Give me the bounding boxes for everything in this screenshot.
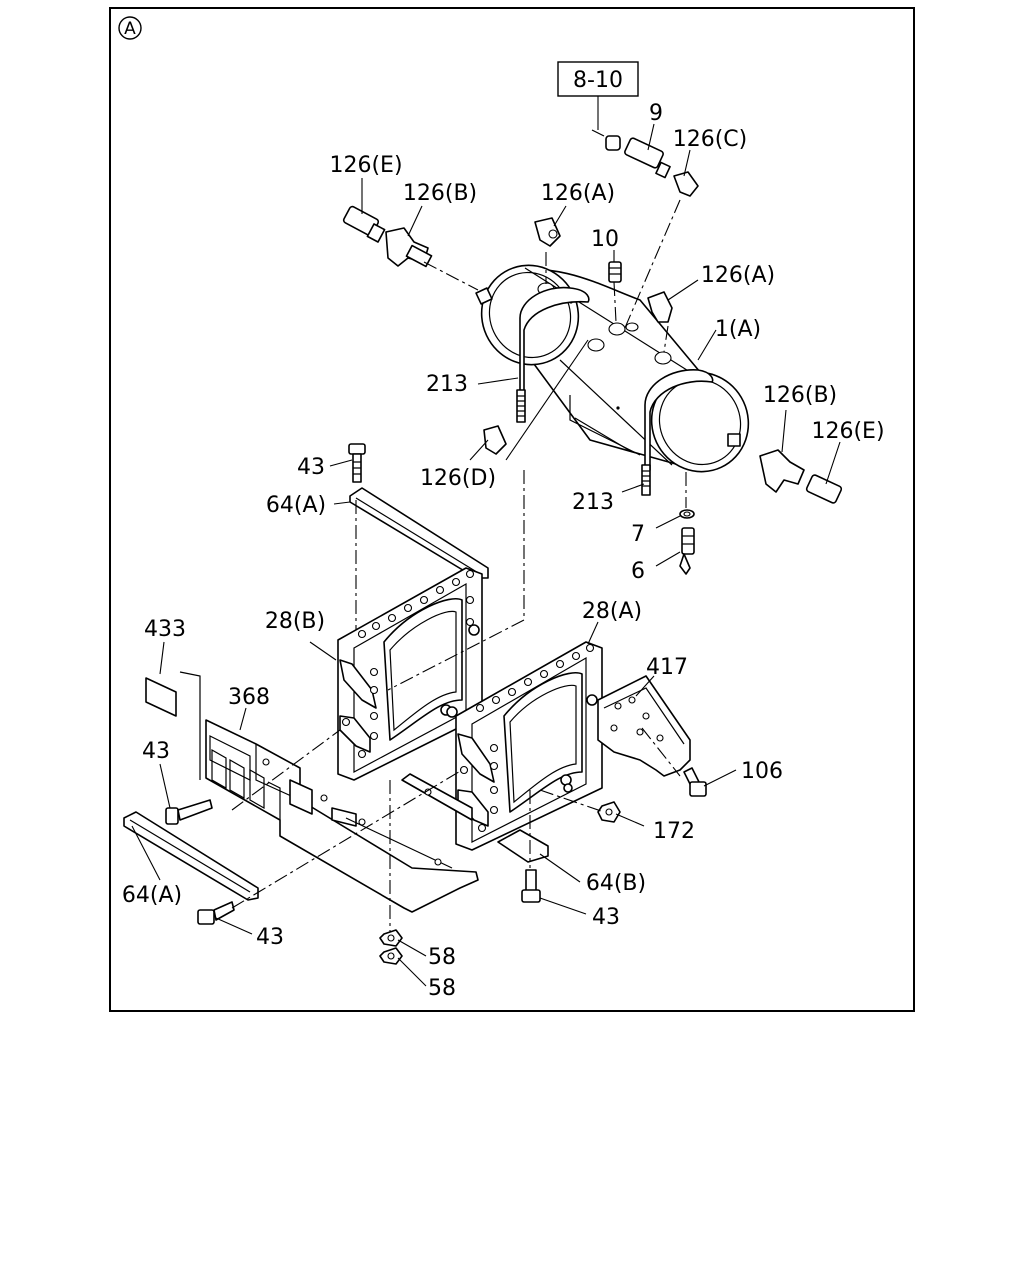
fitting-126B-right bbox=[759, 449, 805, 493]
callout-126C: 126(C) bbox=[673, 127, 748, 152]
callout-126D: 126(D) bbox=[420, 466, 496, 491]
fitting-126D bbox=[483, 425, 507, 455]
frame-28A bbox=[446, 641, 603, 851]
air-tank bbox=[475, 264, 750, 473]
centerlines bbox=[231, 199, 687, 932]
callout-417: 417 bbox=[646, 655, 688, 680]
callout-9: 9 bbox=[649, 101, 663, 126]
frame-marker-letter: A bbox=[124, 19, 136, 39]
callout-8-10: 8-10 bbox=[573, 68, 623, 93]
nut-58-top bbox=[379, 929, 403, 947]
callout-213-top: 213 bbox=[426, 372, 468, 397]
fitting-126C bbox=[673, 171, 699, 197]
callout-172: 172 bbox=[653, 819, 695, 844]
callout-28A: 28(A) bbox=[582, 599, 642, 624]
callout-64A-top: 64(A) bbox=[266, 493, 326, 518]
leader-lines bbox=[131, 96, 841, 987]
fitting-126E-right bbox=[805, 474, 843, 504]
plug-10 bbox=[608, 261, 622, 283]
nut-58-bottom bbox=[379, 947, 403, 965]
callout-1A: 1(A) bbox=[715, 317, 761, 342]
frame-28B bbox=[337, 567, 483, 781]
callout-43-left: 43 bbox=[142, 739, 170, 764]
strap-213-left bbox=[516, 286, 590, 423]
callout-126A-right: 126(A) bbox=[701, 263, 775, 288]
callout-126B-top: 126(B) bbox=[403, 181, 477, 206]
callout-43-bottom-mid: 43 bbox=[592, 905, 620, 930]
callout-28B: 28(B) bbox=[265, 609, 325, 634]
callout-126A-top: 126(A) bbox=[541, 181, 615, 206]
callout-126E-top: 126(E) bbox=[329, 153, 402, 178]
strap-213-right bbox=[641, 369, 714, 496]
parts-8-10-assembly bbox=[591, 129, 671, 179]
bolt-106 bbox=[683, 767, 707, 797]
fitting-126E-top bbox=[342, 205, 386, 243]
bracket-368 bbox=[205, 719, 479, 913]
callout-106: 106 bbox=[741, 759, 783, 784]
bracket-64A-bottom bbox=[123, 811, 259, 901]
callout-368: 368 bbox=[228, 685, 270, 710]
nut-172 bbox=[597, 801, 621, 823]
callout-58-bottom: 58 bbox=[428, 976, 456, 1001]
plate-433 bbox=[145, 671, 201, 780]
diagram-frame bbox=[109, 7, 915, 1012]
callout-box-8-10 bbox=[557, 61, 639, 97]
drain-valve-6 bbox=[679, 527, 695, 575]
callout-64B: 64(B) bbox=[586, 871, 646, 896]
fitting-126A-top bbox=[534, 217, 561, 247]
bolt-43-top bbox=[348, 443, 366, 483]
frame-marker: A bbox=[118, 16, 142, 40]
callout-433: 433 bbox=[144, 617, 186, 642]
bolt-43-bottom-mid bbox=[521, 869, 541, 903]
callout-64A-bottom: 64(A) bbox=[122, 883, 182, 908]
callout-126B-right: 126(B) bbox=[763, 383, 837, 408]
callout-58-top: 58 bbox=[428, 945, 456, 970]
callout-126E-right: 126(E) bbox=[811, 419, 884, 444]
bracket-64B bbox=[497, 829, 549, 863]
callout-10: 10 bbox=[591, 227, 619, 252]
callout-labels: 8-10 9 126(C) 126(E) 126(B) 126(A) 10 12… bbox=[122, 61, 885, 1001]
callout-213-bottom: 213 bbox=[572, 490, 614, 515]
callout-43-bottom-left: 43 bbox=[256, 925, 284, 950]
fitting-126A-right bbox=[647, 291, 673, 323]
bracket-64A-top bbox=[349, 487, 489, 579]
bolt-43-bottom-left bbox=[197, 901, 235, 925]
callout-7: 7 bbox=[631, 522, 645, 547]
callout-43-top: 43 bbox=[297, 455, 325, 480]
washer-7 bbox=[679, 509, 695, 519]
callout-6: 6 bbox=[631, 559, 645, 584]
bolt-43-left bbox=[165, 799, 213, 825]
bracket-417 bbox=[597, 675, 691, 777]
